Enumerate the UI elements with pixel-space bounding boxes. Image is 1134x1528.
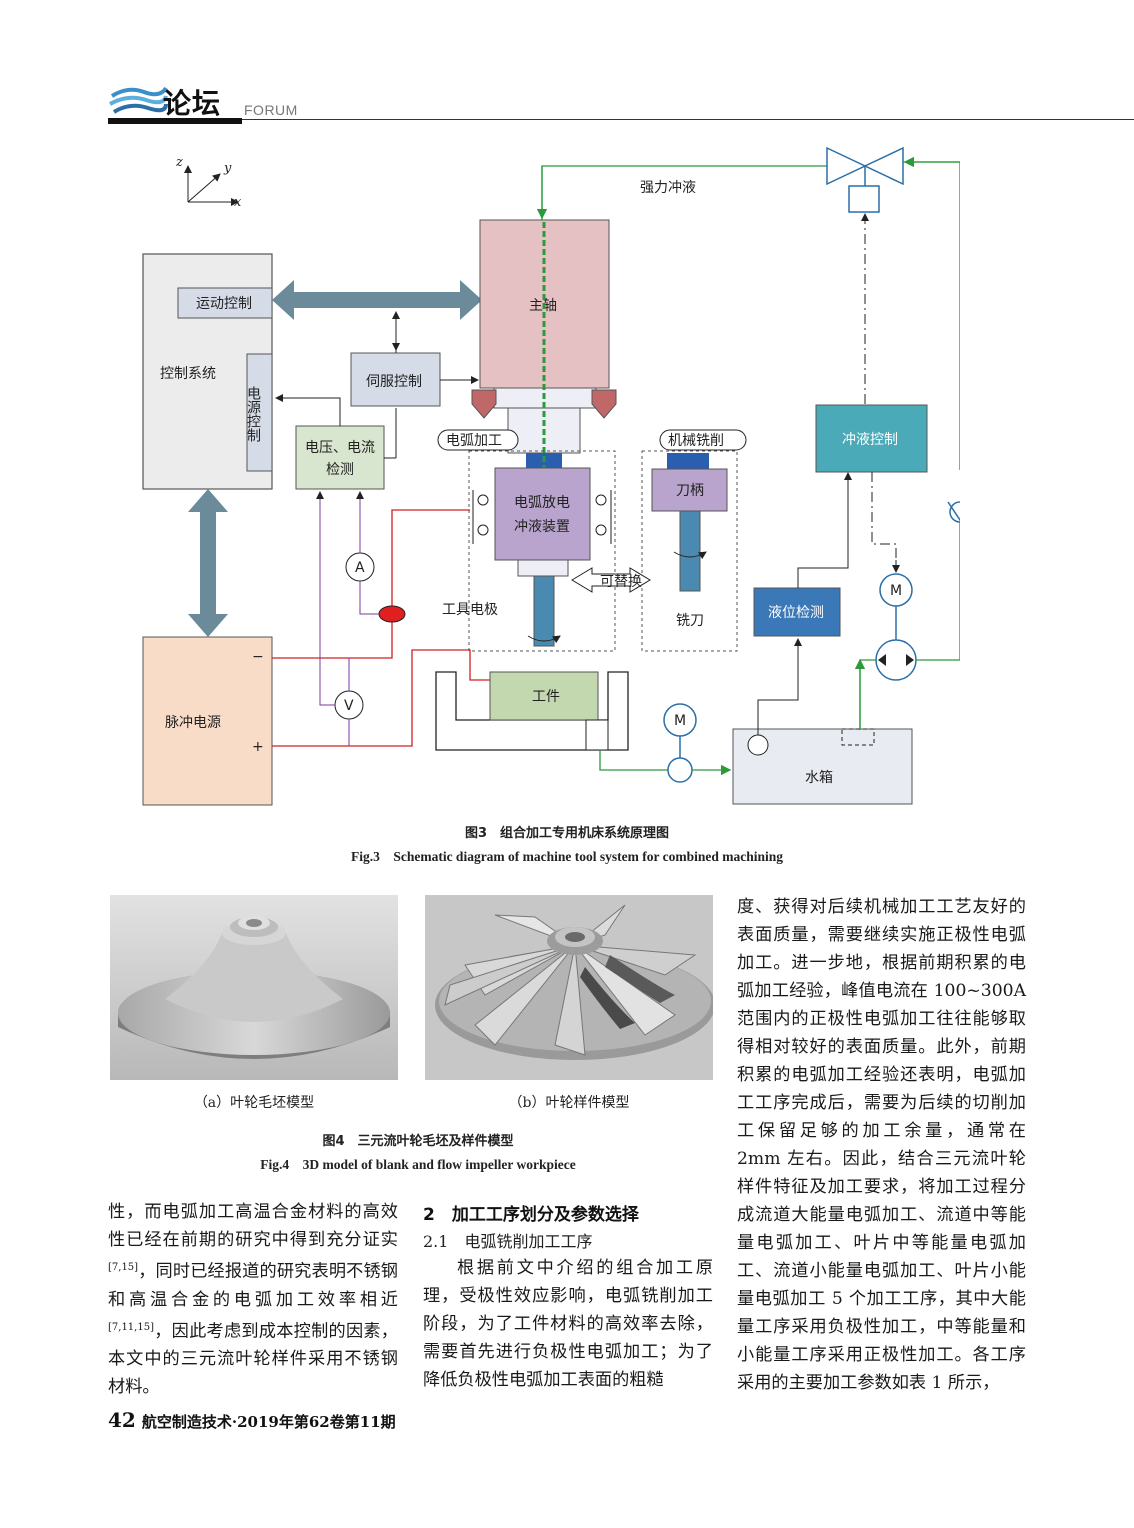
pulse-power-label: 脉冲电源 bbox=[165, 715, 221, 731]
middle-column-text: 根据前文中介绍的组合加工原理，受极性效应影响，电弧铣削加工阶段，为了工件材料的高… bbox=[423, 1254, 713, 1394]
voltmeter-label: V bbox=[344, 698, 354, 714]
vi-detect-label-1: 电压、电流 bbox=[305, 440, 375, 456]
flushing-label: 强力冲液 bbox=[640, 180, 696, 196]
workpiece-box bbox=[489, 671, 599, 721]
machine-schematic-diagram: z y x 强力冲液 控制系统 运动控制 电源控制 伺服控制 主轴 电压、电流 … bbox=[142, 146, 960, 806]
right-column-text: 度、获得对后续机械加工工艺友好的表面质量，需要继续实施正极性电弧加工。进一步地，… bbox=[737, 893, 1026, 1397]
power-control-label: 电源控制 bbox=[245, 386, 261, 442]
vi-detect-label-2: 检测 bbox=[326, 462, 354, 478]
vi-detect-box bbox=[295, 425, 385, 490]
impeller-workpiece-image bbox=[425, 895, 713, 1080]
impeller-blank-image bbox=[110, 895, 398, 1080]
power-link-arrow bbox=[188, 489, 228, 637]
tool-holder-label: 刀柄 bbox=[676, 483, 704, 499]
motion-link-arrow bbox=[272, 280, 482, 320]
plus-terminal: + bbox=[252, 739, 264, 755]
header-bar bbox=[108, 118, 242, 124]
fig4-caption-en: Fig.4 3D model of blank and flow impelle… bbox=[260, 1157, 576, 1172]
motor-label-1: M bbox=[674, 713, 686, 729]
arc-device-label-1: 电弧放电 bbox=[514, 495, 570, 511]
level-detect-label: 液位检测 bbox=[768, 605, 824, 621]
minus-terminal: − bbox=[252, 649, 264, 665]
page-number: 42 bbox=[108, 1408, 136, 1432]
middle-column-paragraph: 根据前文中介绍的组合加工原理，受极性效应影响，电弧铣削加工阶段，为了工件材料的高… bbox=[423, 1258, 713, 1390]
tool-electrode-label: 工具电极 bbox=[442, 602, 498, 618]
axis-z-label: z bbox=[175, 155, 183, 170]
axis-y-label: y bbox=[223, 161, 232, 176]
citation-ref: [7,11,15] bbox=[108, 1321, 154, 1333]
arc-machining-label: 电弧加工 bbox=[446, 433, 502, 449]
flush-control-label: 冲液控制 bbox=[842, 432, 898, 448]
level-detect-box bbox=[753, 587, 841, 637]
milling-cutter-label: 铣刀 bbox=[676, 613, 704, 629]
section-title: 论坛 bbox=[163, 87, 222, 120]
pulse-power-box bbox=[142, 636, 273, 806]
right-column-paragraph: 度、获得对后续机械加工工艺友好的表面质量，需要继续实施正极性电弧加工。进一步地，… bbox=[737, 897, 1026, 1393]
fixture bbox=[435, 671, 629, 751]
axes-icon: z y x bbox=[175, 155, 242, 210]
replaceable-label: 可替换 bbox=[600, 573, 642, 590]
water-tank-label: 水箱 bbox=[805, 770, 833, 786]
section-title-en: FORUM bbox=[244, 102, 298, 118]
left-column-paragraph: 性，而电弧加工高温合金材料的高效性已经在前期的研究中得到充分证实[7,15]，同… bbox=[108, 1202, 398, 1398]
section-2-1-heading: 2.1 电弧铣削加工工序 bbox=[423, 1232, 593, 1251]
citation-ref: [7,15] bbox=[108, 1262, 139, 1273]
fig3-caption-en: Fig.3 Schematic diagram of machine tool … bbox=[350, 849, 784, 864]
fig4-caption-cn: 图4 三元流叶轮毛坯及样件模型 bbox=[322, 1134, 514, 1149]
motion-control-box bbox=[177, 287, 273, 319]
ammeter-label: A bbox=[355, 560, 365, 576]
workpiece-label: 工件 bbox=[532, 689, 560, 705]
check-valve-icon bbox=[947, 501, 960, 523]
milling-area bbox=[641, 450, 738, 652]
motion-control-label: 运动控制 bbox=[196, 296, 252, 312]
fig4b-subcaption: （b）叶轮样件模型 bbox=[508, 1095, 630, 1111]
tool-holder-box bbox=[651, 468, 728, 512]
arc-device-box bbox=[494, 467, 591, 561]
journal-name: 航空制造技术·2019年第62卷第11期 bbox=[141, 1413, 396, 1431]
header-rule bbox=[242, 119, 1134, 120]
control-system-label: 控制系统 bbox=[160, 366, 216, 382]
valve-icon bbox=[826, 146, 904, 213]
mech-milling-label: 机械铣削 bbox=[668, 433, 724, 449]
arc-area bbox=[468, 450, 616, 652]
fig4a-subcaption: （a）叶轮毛坯模型 bbox=[193, 1095, 315, 1111]
arc-device-label-2: 冲液装置 bbox=[514, 519, 570, 535]
forum-logo-icon bbox=[109, 86, 168, 114]
motor-label-2: M bbox=[890, 583, 902, 599]
servo-control-label: 伺服控制 bbox=[366, 374, 422, 390]
axis-x-label: x bbox=[234, 195, 242, 210]
left-column-text: 性，而电弧加工高温合金材料的高效性已经在前期的研究中得到充分证实[7,15]，同… bbox=[108, 1198, 398, 1401]
section-2-heading: 2 加工工序划分及参数选择 bbox=[423, 1205, 639, 1225]
fig3-caption-cn: 图3 组合加工专用机床系统原理图 bbox=[464, 826, 670, 841]
power-control-box bbox=[246, 353, 273, 472]
page-footer: 42 航空制造技术·2019年第62卷第11期 bbox=[108, 1408, 396, 1432]
pump-icon bbox=[667, 757, 693, 783]
